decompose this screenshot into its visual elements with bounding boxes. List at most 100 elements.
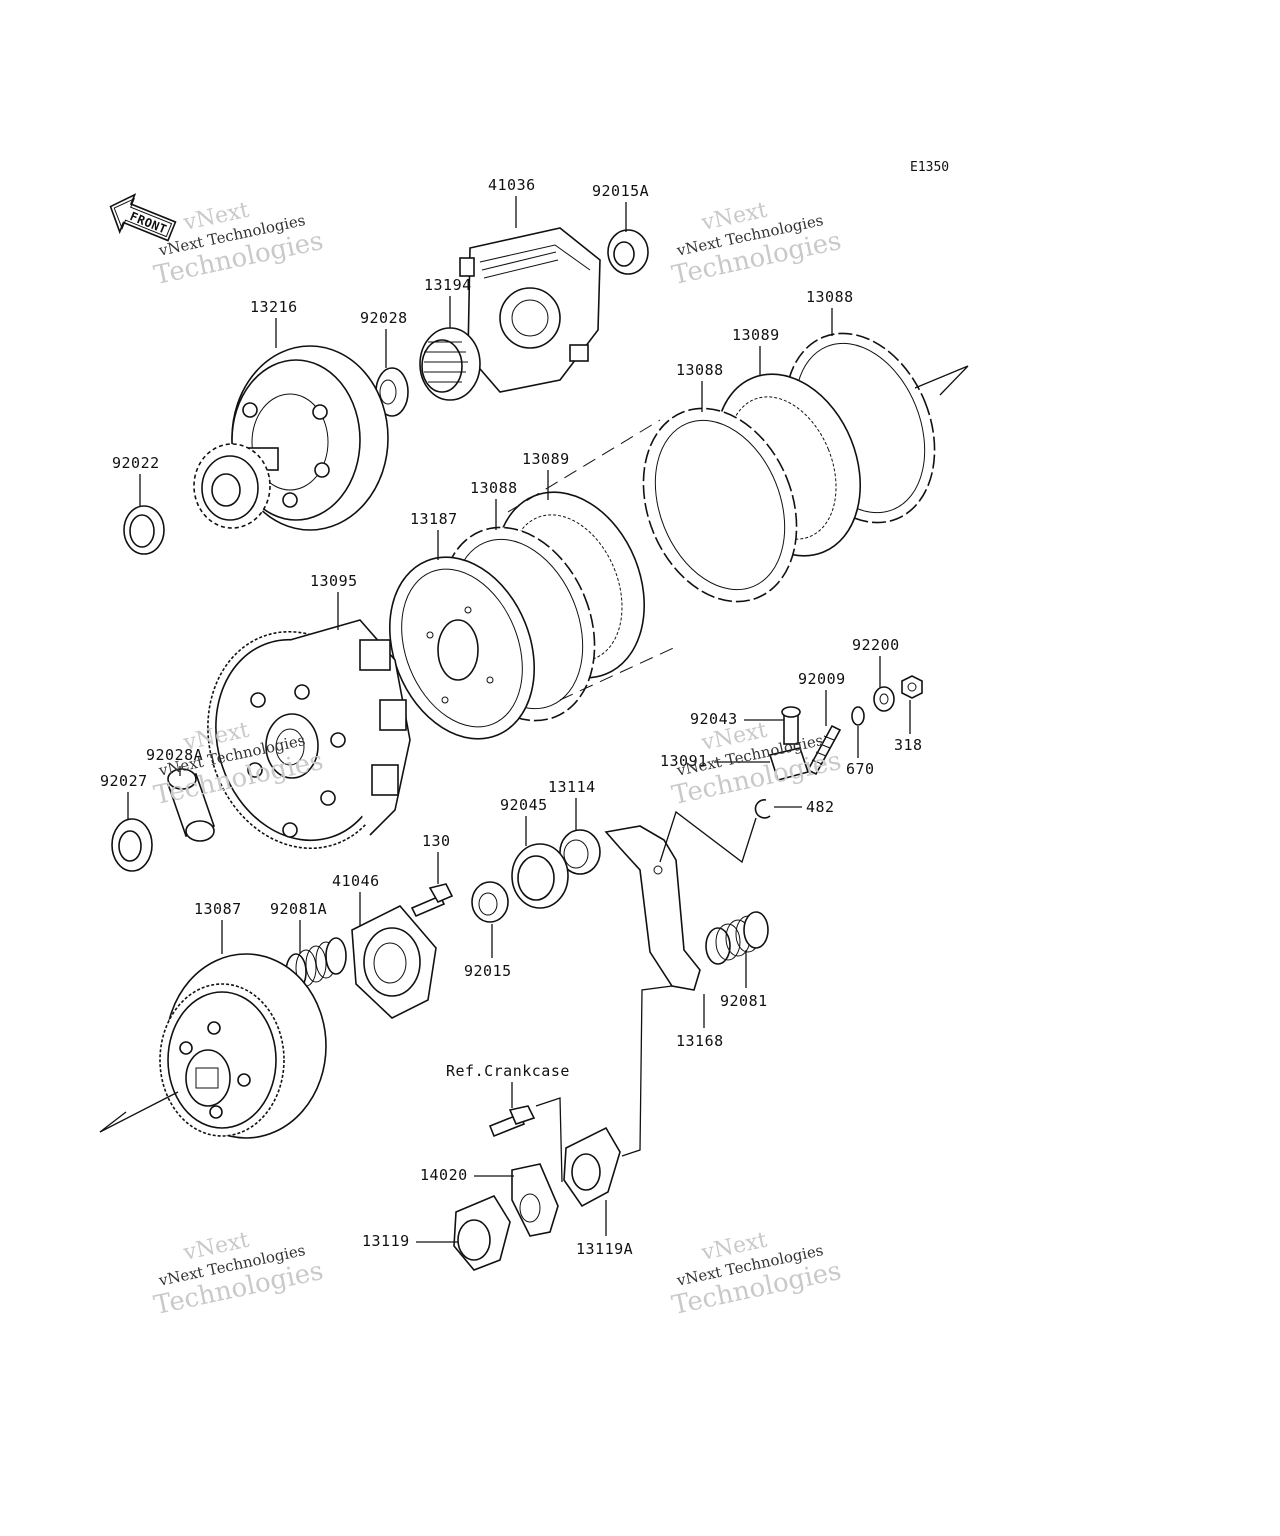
part-482-circlip <box>754 799 771 819</box>
part-label-92027: 92027 <box>100 772 148 820</box>
part-label-13187: 13187 <box>410 510 458 560</box>
part-label-14020: 14020 <box>420 1166 514 1184</box>
svg-text:92043: 92043 <box>690 710 738 728</box>
part-13095-clutch-housing <box>207 619 411 850</box>
svg-text:92028: 92028 <box>360 309 408 327</box>
svg-text:13095: 13095 <box>310 572 358 590</box>
svg-text:92081: 92081 <box>720 992 768 1010</box>
part-41046-hub <box>351 905 437 1019</box>
part-92015A-nut <box>607 229 649 275</box>
part-label-92081A: 92081A <box>270 900 327 954</box>
svg-text:92015: 92015 <box>464 962 512 980</box>
part-label-13119A: 13119A <box>576 1200 633 1258</box>
svg-text:92045: 92045 <box>500 796 548 814</box>
part-label-92081: 92081 <box>720 950 768 1010</box>
svg-text:92015A: 92015A <box>592 182 649 200</box>
svg-text:13119A: 13119A <box>576 1240 633 1258</box>
part-label-92015: 92015 <box>464 924 512 980</box>
svg-text:670: 670 <box>846 760 875 778</box>
part-13216-clutch-drum <box>193 345 389 531</box>
part-13087-clutch-hub <box>159 953 327 1139</box>
part-13119-cam <box>453 1194 511 1271</box>
part-92022-washer <box>123 505 165 555</box>
part-label-92028A: 92028A <box>146 746 203 776</box>
svg-text:Ref.Crankcase: Ref.Crankcase <box>446 1062 570 1080</box>
front-arrow-icon: FRONT <box>109 193 177 242</box>
svg-text:92009: 92009 <box>798 670 846 688</box>
part-label-13088-top: 13088 <box>806 288 854 336</box>
part-13187-pressure-plate <box>388 556 536 740</box>
svg-text:318: 318 <box>894 736 923 754</box>
svg-text:13087: 13087 <box>194 900 242 918</box>
svg-text:482: 482 <box>806 798 835 816</box>
svg-text:13114: 13114 <box>548 778 596 796</box>
part-label-130: 130 <box>422 832 451 884</box>
part-label-13088-low: 13088 <box>470 479 518 530</box>
part-label-92009: 92009 <box>798 670 846 726</box>
part-92043-pin <box>781 706 801 745</box>
svg-text:13088: 13088 <box>806 288 854 306</box>
svg-text:13119: 13119 <box>362 1232 410 1250</box>
part-label-ref-crankcase: Ref.Crankcase <box>446 1062 570 1108</box>
svg-text:14020: 14020 <box>420 1166 468 1184</box>
part-label-41036: 41036 <box>488 176 536 228</box>
part-crankcase-stud <box>488 1105 536 1138</box>
svg-text:41036: 41036 <box>488 176 536 194</box>
svg-text:13089: 13089 <box>732 326 780 344</box>
svg-text:92027: 92027 <box>100 772 148 790</box>
part-label-13114: 13114 <box>548 778 596 830</box>
part-label-92028: 92028 <box>360 309 408 368</box>
part-label-13091: 13091 <box>660 752 770 770</box>
part-label-13087: 13087 <box>194 900 242 954</box>
part-label-13095: 13095 <box>310 572 358 630</box>
diagram-code: E1350 <box>910 160 950 175</box>
part-14020-plate <box>511 1163 559 1237</box>
part-670-o-ring <box>851 706 865 726</box>
part-130-bolt <box>410 883 454 918</box>
svg-text:130: 130 <box>422 832 451 850</box>
part-label-41046: 41046 <box>332 872 380 926</box>
part-318-nut <box>901 675 923 699</box>
svg-text:13216: 13216 <box>250 298 298 316</box>
svg-text:92081A: 92081A <box>270 900 327 918</box>
svg-text:13187: 13187 <box>410 510 458 528</box>
part-label-13168: 13168 <box>676 994 724 1050</box>
part-label-13088-mid: 13088 <box>676 361 724 412</box>
svg-text:13088: 13088 <box>676 361 724 379</box>
part-label-13119: 13119 <box>362 1232 458 1250</box>
part-label-670: 670 <box>846 726 875 778</box>
part-13088-friction-plate-mid <box>642 407 798 603</box>
part-92009-screw <box>806 724 842 776</box>
part-release-lever <box>604 825 701 991</box>
svg-text:41046: 41046 <box>332 872 380 890</box>
part-41036-clutch-shoe <box>459 227 601 393</box>
part-13114-collar <box>559 829 601 875</box>
svg-text:92200: 92200 <box>852 636 900 654</box>
part-label-92045: 92045 <box>500 796 548 846</box>
svg-text:13194: 13194 <box>424 276 472 294</box>
part-13194-bearing <box>419 327 481 401</box>
svg-text:92022: 92022 <box>112 454 160 472</box>
part-label-13089-low: 13089 <box>522 450 570 500</box>
svg-text:13168: 13168 <box>676 1032 724 1050</box>
part-label-92043: 92043 <box>690 710 784 728</box>
part-label-318: 318 <box>894 700 923 754</box>
part-92015-nut <box>471 881 509 923</box>
part-label-92200: 92200 <box>852 636 900 688</box>
svg-text:92028A: 92028A <box>146 746 203 764</box>
part-92200-washer <box>873 686 895 712</box>
part-label-92015A: 92015A <box>592 182 649 232</box>
part-92027-washer <box>111 818 153 872</box>
svg-text:13089: 13089 <box>522 450 570 468</box>
part-label-13216: 13216 <box>250 298 298 348</box>
part-label-13194: 13194 <box>424 276 472 328</box>
part-92081-spring <box>705 911 769 965</box>
part-label-13089-top: 13089 <box>732 326 780 376</box>
svg-text:13088: 13088 <box>470 479 518 497</box>
part-92045-bearing <box>511 843 569 909</box>
part-13119A-cam <box>563 1126 621 1208</box>
part-92028A-collar <box>166 768 216 842</box>
part-label-92022: 92022 <box>112 454 160 506</box>
part-label-482: 482 <box>774 798 835 816</box>
